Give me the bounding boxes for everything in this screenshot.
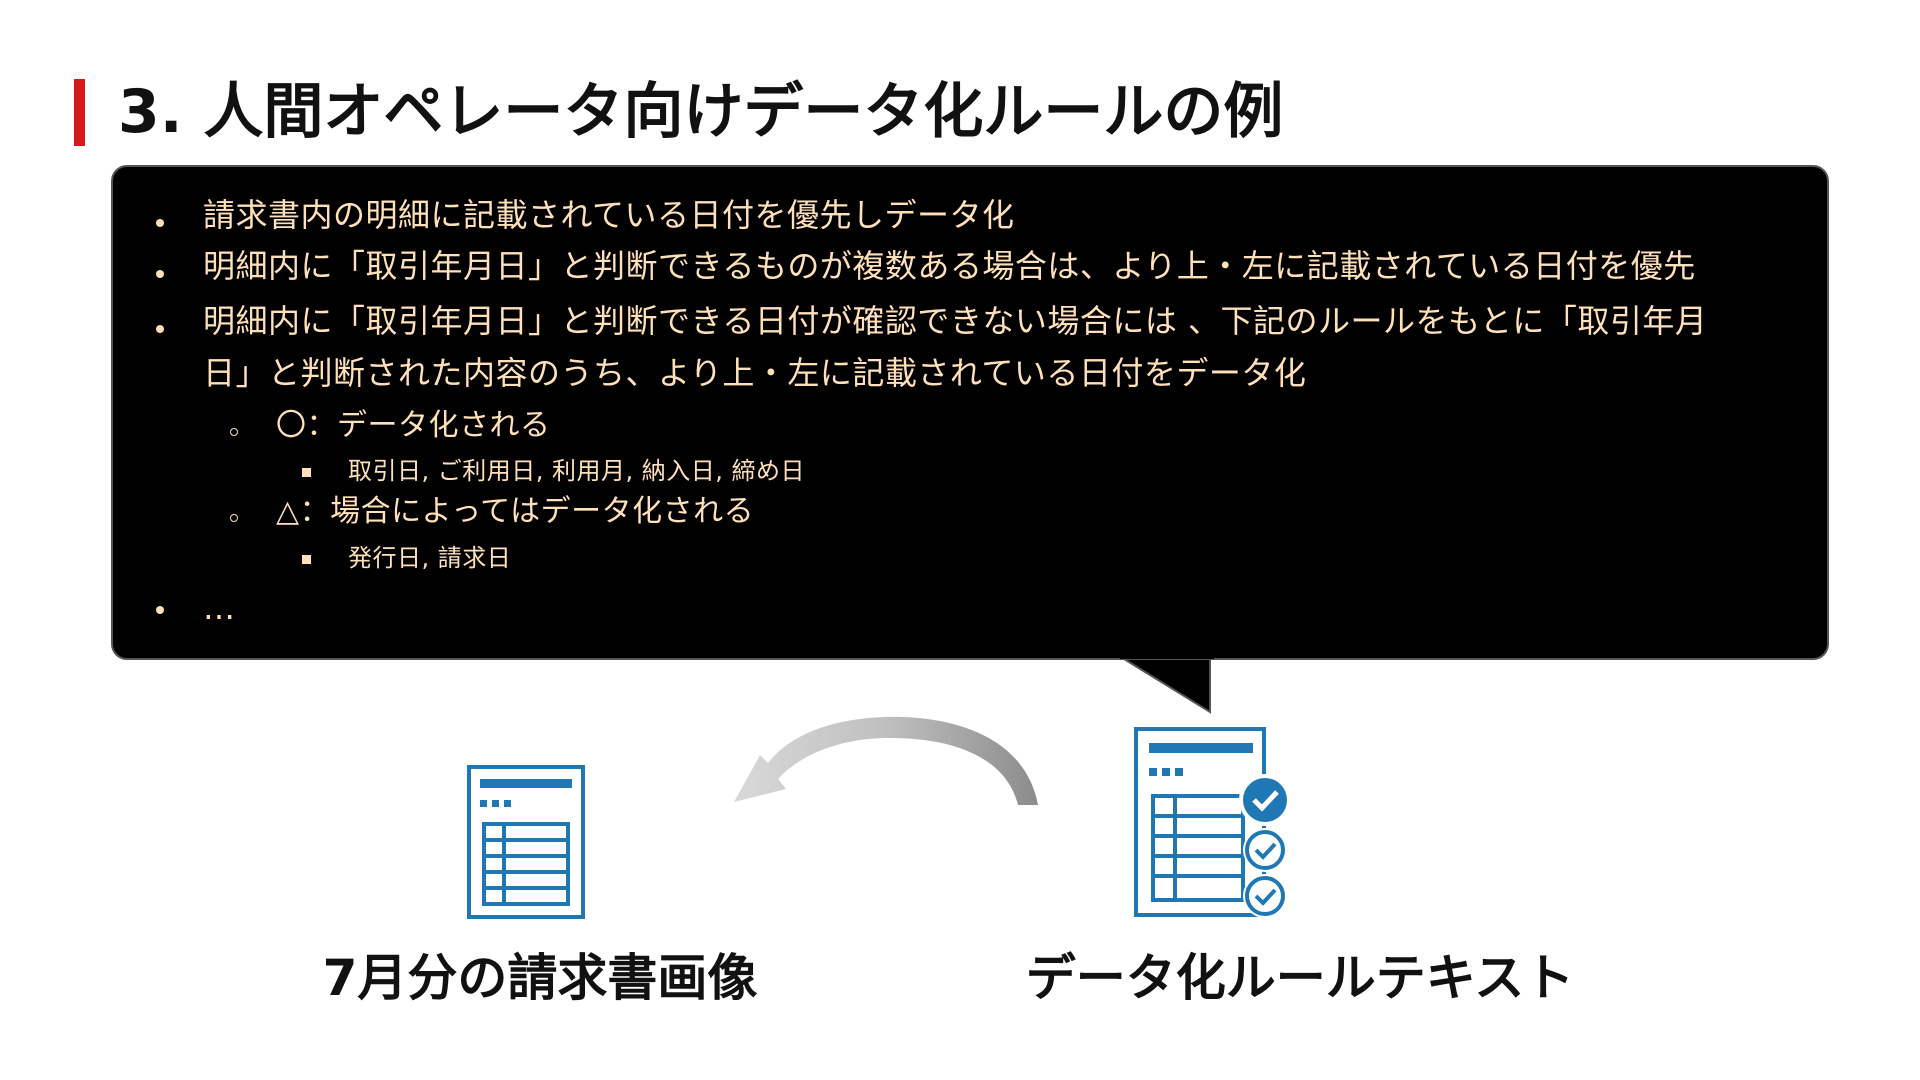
sub-bullet-ring <box>230 514 238 522</box>
rule-item-4: … <box>203 589 236 627</box>
rule-item-3-line-1: 明細内に「取引年月日」と判断できる日付が確認できない場合には 、下記のルールをも… <box>203 302 1708 340</box>
rule-item-1: 請求書内の明細に記載されている日付を優先しデータ化 <box>203 196 1015 234</box>
sub-rule-label-1: 〇：データ化される <box>276 408 551 443</box>
rule-item-2: 明細内に「取引年月日」と判断できるものが複数ある場合は、より上・左に記載されてい… <box>203 247 1696 285</box>
bullet-dot <box>156 219 164 227</box>
sub-bullet-square <box>302 468 311 477</box>
rules-speech-bubble <box>111 165 1829 660</box>
page-title: 3. 人間オペレータ向けデータ化ルールの例 <box>118 77 1284 147</box>
document-table-icon <box>467 765 585 919</box>
bullet-dot <box>156 606 164 614</box>
rule-item-3-line-2: 日」と判断された内容のうち、より上・左に記載されている日付をデータ化 <box>203 354 1307 392</box>
document-checklist-icon <box>1134 727 1291 918</box>
bullet-dot <box>156 270 164 278</box>
sub-rule-detail-2: 発行日, 請求日 <box>348 544 512 572</box>
sub-rule-label-2: △：場合によってはデータ化される <box>276 494 755 529</box>
sub-rule-detail-1: 取引日, ご利用日, 利用月, 納入日, 締め日 <box>348 457 806 485</box>
bullet-dot <box>156 325 164 333</box>
invoice-image-label: 7月分の請求書画像 <box>322 949 758 1007</box>
sub-bullet-ring <box>230 428 238 436</box>
curved-arrow-left-icon <box>734 716 1038 805</box>
rule-text-label: データ化ルールテキスト <box>1025 949 1575 1007</box>
title-accent-bar <box>74 79 85 146</box>
sub-bullet-square <box>302 555 311 564</box>
